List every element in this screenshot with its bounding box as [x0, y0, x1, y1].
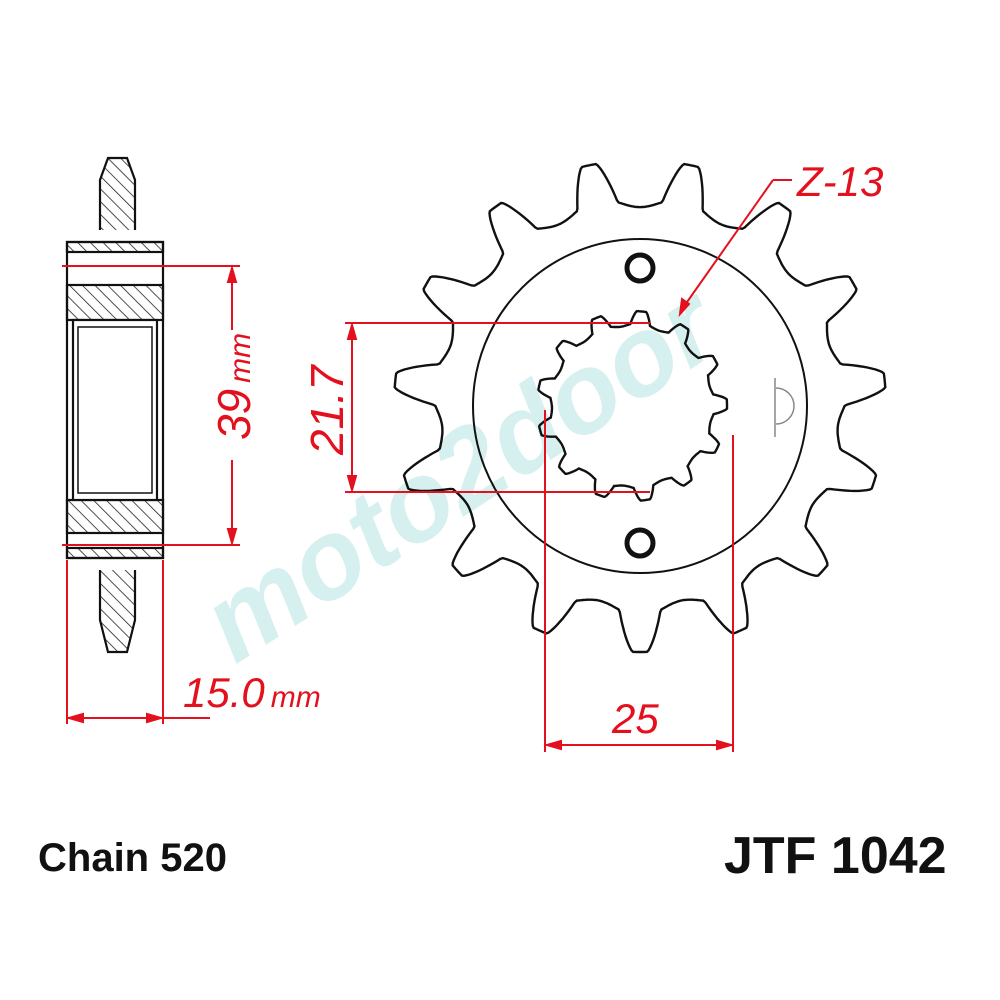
- sprocket-outline: [393, 162, 887, 654]
- side-top-tooth: [98, 156, 137, 230]
- dimension-lines: [62, 179, 792, 752]
- dim-21-7: 21.7: [301, 364, 353, 456]
- side-bottom-tooth: [98, 570, 137, 654]
- dim-25: 25: [611, 695, 659, 742]
- inner-circle: [472, 238, 808, 574]
- bolt-hole-top: [624, 252, 656, 284]
- chain-label: Chain 520: [38, 836, 227, 880]
- front-view: [393, 162, 887, 654]
- dim-39: 39mm: [208, 333, 260, 440]
- teeth-label: Z-13: [796, 158, 883, 205]
- bolt-hole-bottom: [624, 527, 656, 559]
- part-number: JTF 1042: [724, 827, 947, 885]
- manufacturer-symbol: [774, 378, 795, 437]
- spline-outline: [537, 309, 729, 502]
- side-view: [65, 156, 165, 654]
